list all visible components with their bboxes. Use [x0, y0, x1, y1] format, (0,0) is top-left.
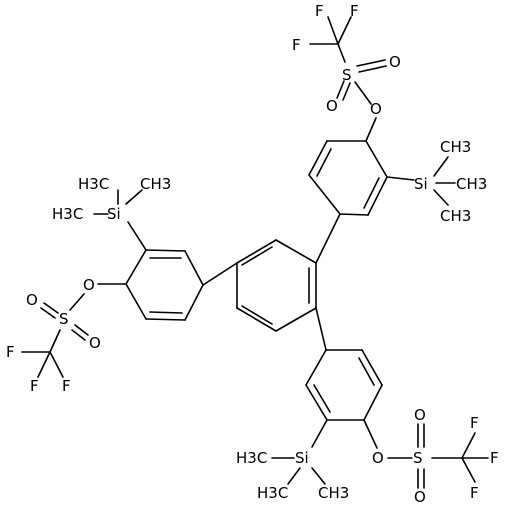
- silicon-left: Si: [107, 205, 121, 223]
- bond-c-f-lr-3: [461, 457, 476, 483]
- lower-right-ring: [305, 349, 383, 421]
- bond-s-o-left-2: [74, 324, 89, 336]
- oxygen-ur-2: O: [389, 53, 401, 71]
- sulfur-lr: S: [413, 449, 423, 467]
- bond-si-ch3-ur-1: [433, 156, 449, 177]
- bond-c-si-left: [127, 221, 147, 251]
- methyl-lr-3: CH3: [318, 484, 349, 502]
- bond-o-s-ur: [354, 81, 372, 105]
- bond-s-o-ur-2b: [342, 82, 351, 101]
- bond-c-f-ur-3: [337, 16, 352, 45]
- bond-c-f-ur-1: [327, 16, 339, 45]
- oxygen-lr: O: [372, 449, 384, 467]
- bond-s-o-left-1: [43, 302, 59, 314]
- bond-c-o-lr: [363, 419, 378, 449]
- bond-s-c-ur: [337, 43, 346, 63]
- fluorine-ur-2: F: [350, 2, 359, 20]
- silicon-lr: Si: [295, 449, 309, 467]
- fluorine-lr-3: F: [470, 484, 479, 502]
- oxygen-ur: O: [370, 100, 382, 118]
- bond-s-o-left-2b: [71, 329, 86, 341]
- oxygen-left-3: O: [89, 334, 101, 352]
- bond-s-o-left-1b: [40, 307, 56, 319]
- oxygen-left: O: [83, 276, 95, 294]
- fluorine-lr-1: F: [470, 414, 479, 432]
- bond-c-f-left-3: [49, 351, 64, 378]
- oxygen-lr-3: O: [414, 488, 426, 506]
- fluorine-lr-2: F: [490, 449, 499, 467]
- methyl-left-2: H3C: [78, 175, 109, 193]
- fluorine-ur-1: F: [315, 2, 324, 20]
- bond-c-o-ur: [365, 117, 377, 142]
- methyl-ur-3: CH3: [440, 207, 471, 225]
- bond-si-ch3-left-3: [125, 189, 143, 205]
- bond-to-lower-right-ring: [315, 307, 327, 351]
- fluorine-left-2: F: [30, 377, 39, 395]
- methyl-left-1: H3C: [52, 205, 83, 223]
- fluorine-ur-3: F: [292, 36, 301, 54]
- silicon-ur: Si: [414, 175, 428, 193]
- bond-to-upper-right-ring: [315, 213, 341, 264]
- oxygen-lr-2: O: [414, 406, 426, 424]
- oxygen-left-2: O: [26, 291, 38, 309]
- bond-to-left-ring: [202, 262, 238, 286]
- methyl-lr-2: H3C: [257, 484, 288, 502]
- bond-s-o-ur-1b: [358, 65, 387, 73]
- sulfur-left: S: [59, 310, 69, 328]
- fluorine-left-3: F: [62, 377, 71, 395]
- bond-si-ch3-lr-2: [287, 467, 301, 485]
- bond-c-si-ur: [386, 176, 415, 181]
- bond-c-f-lr-1: [461, 432, 476, 459]
- bond-s-o-ur-2: [336, 80, 345, 99]
- bond-c-f-left-2: [37, 351, 51, 378]
- sulfur-ur: S: [342, 66, 352, 84]
- bond-c-si-lr: [311, 419, 328, 448]
- upper-right-ring: [308, 140, 388, 216]
- left-ring: [125, 249, 204, 321]
- bond-si-ch3-lr-3: [311, 467, 326, 485]
- oxygen-ur-3: O: [326, 97, 338, 115]
- bond-s-c-left: [49, 329, 61, 353]
- methyl-left-3: CH3: [140, 175, 171, 193]
- fluorine-left-1: F: [6, 343, 15, 361]
- bond-si-ch3-ur-3: [433, 189, 449, 206]
- methyl-lr-1: H3C: [236, 449, 267, 467]
- bond-s-o-ur-1: [356, 59, 386, 67]
- methyl-ur-2: CH3: [456, 175, 487, 193]
- bond-o-s-left: [69, 293, 85, 311]
- methyl-ur-1: CH3: [440, 138, 471, 156]
- central-ring: [236, 239, 317, 332]
